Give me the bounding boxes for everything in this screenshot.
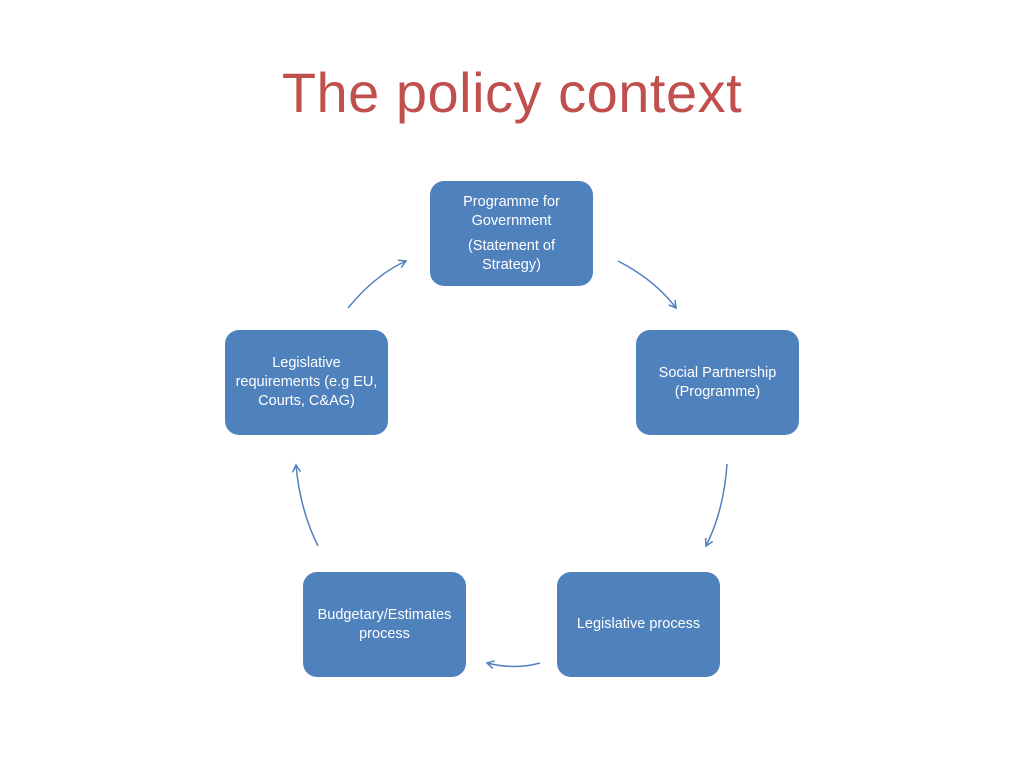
node-programme-for-government: Programme for Government (Statement of S… — [430, 181, 593, 286]
arrow-lp-to-be — [485, 660, 541, 670]
arrow-lr-to-pfg — [347, 259, 408, 309]
arrow-pfg-to-sp — [617, 260, 677, 310]
arrow-be-to-lr — [291, 463, 319, 547]
node-label: Social Partnership (Programme) — [658, 364, 777, 400]
node-legislative-process: Legislative process — [557, 572, 720, 677]
node-social-partnership: Social Partnership (Programme) — [636, 330, 799, 435]
node-legislative-requirements: Legislative requirements (e.g EU, Courts… — [225, 330, 388, 435]
node-label: Budgetary/Estimates process — [317, 606, 452, 642]
arrow-sp-to-lp — [704, 463, 728, 548]
slide-title: The policy context — [281, 61, 743, 124]
node-sublabel: (Statement of Strategy) — [467, 237, 556, 273]
node-budgetary-estimates: Budgetary/Estimates process — [303, 572, 466, 677]
node-label: Legislative requirements (e.g EU, Courts… — [235, 355, 378, 409]
node-label: Programme for Government — [463, 193, 560, 229]
node-label: Legislative process — [576, 616, 701, 632]
